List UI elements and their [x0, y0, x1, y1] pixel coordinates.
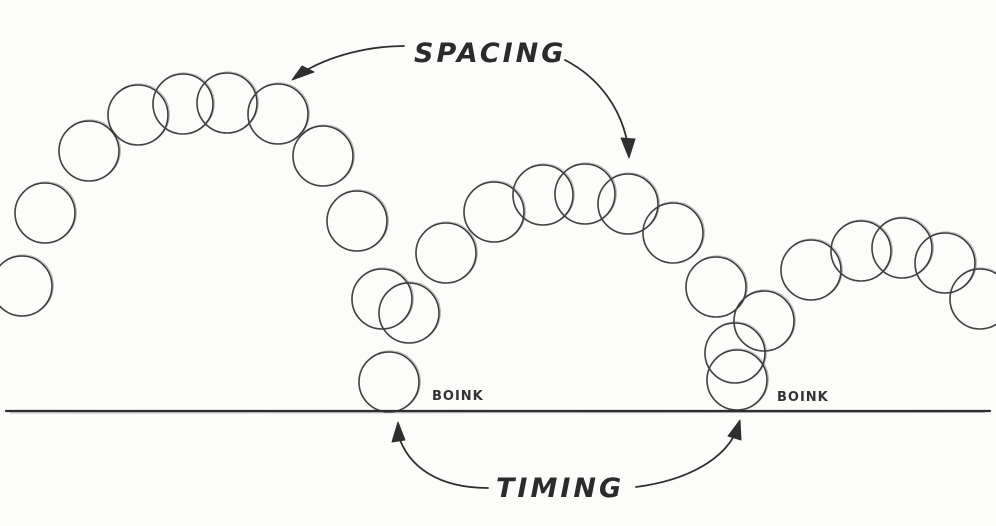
- ball-sketch-stroke: [914, 231, 977, 294]
- ball-sketch-stroke: [642, 201, 705, 264]
- timing-arrow-right-head: [727, 419, 742, 441]
- ball-sketch-stroke: [597, 172, 660, 235]
- ball-sketch-stroke: [704, 321, 767, 384]
- ball-sketch-stroke: [871, 216, 934, 279]
- timing-arrow-left-head: [391, 421, 406, 443]
- spacing-arrow-left: [299, 45, 405, 75]
- timing-arrow-left: [397, 433, 489, 489]
- ball-sketch-stroke: [196, 71, 259, 134]
- ball-sketch-stroke: [14, 181, 77, 244]
- ball-sketch-stroke: [378, 281, 441, 344]
- spacing-arrow-left-head: [291, 65, 315, 81]
- ground-line-sketch: [9, 412, 986, 414]
- ball-sketch-stroke: [0, 254, 54, 317]
- ball-sketch-stroke: [463, 180, 526, 243]
- ball-sketch-stroke: [949, 267, 996, 330]
- spacing-arrow-right: [564, 59, 629, 147]
- ball-sketch-stroke: [292, 124, 355, 187]
- spacing-arrow-right-head: [620, 137, 636, 159]
- ball-sketch-stroke: [247, 82, 310, 145]
- ball-sketch-stroke: [326, 189, 389, 252]
- ball-sketch-stroke: [512, 163, 575, 226]
- ball-sketch-stroke: [415, 221, 478, 284]
- ball-sketch-stroke: [830, 219, 893, 282]
- ball-sketch-stroke: [107, 83, 170, 146]
- boink-label-left: BOINK: [432, 389, 484, 404]
- timing-label: TIMING: [496, 473, 624, 504]
- spacing-label: SPACING: [414, 38, 566, 69]
- timing-arrow-right: [635, 431, 737, 488]
- boink-label-right: BOINK: [777, 390, 829, 405]
- ball-sketch-stroke: [58, 119, 121, 182]
- ball-sketch-stroke: [685, 255, 748, 318]
- ball-positions: [0, 71, 996, 413]
- ball-sketch-stroke: [780, 238, 843, 301]
- ball-sketch-stroke: [554, 162, 617, 225]
- ball-sketch-stroke: [152, 72, 215, 135]
